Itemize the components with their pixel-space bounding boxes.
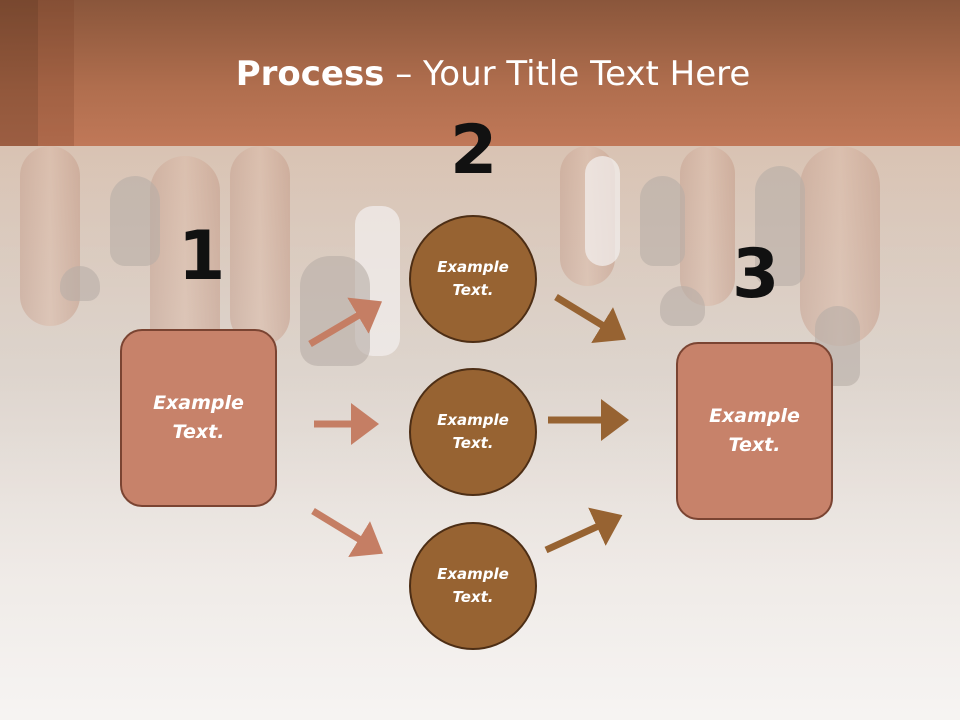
slide-title: Process – Your Title Text Here	[0, 54, 960, 94]
process-circle-top: Example Text.	[409, 215, 537, 343]
title-bar: Process – Your Title Text Here	[0, 0, 960, 146]
process-circle-middle: Example Text.	[409, 368, 537, 496]
title-bold: Process	[235, 54, 385, 94]
arrow-icon	[311, 508, 383, 558]
arrow-icon	[554, 294, 626, 344]
right-box-text: Example Text.	[709, 405, 800, 456]
title-rest: – Your Title Text Here	[384, 54, 751, 94]
header-accent-strip	[38, 0, 74, 146]
arrow-icon	[308, 297, 383, 348]
step-number-1: 1	[178, 217, 226, 296]
step-number-3: 3	[732, 235, 780, 314]
left-box-text: Example Text.	[153, 392, 244, 443]
circle-text: Example Text.	[437, 258, 509, 299]
left-text-box: Example Text.	[120, 329, 277, 507]
step-number-2: 2	[450, 111, 498, 190]
circle-text: Example Text.	[437, 565, 509, 606]
right-text-box: Example Text.	[676, 342, 833, 520]
circle-text: Example Text.	[437, 411, 509, 452]
arrow-icon	[544, 507, 623, 554]
process-circle-bottom: Example Text.	[409, 522, 537, 650]
header-accent-strip	[0, 0, 38, 146]
